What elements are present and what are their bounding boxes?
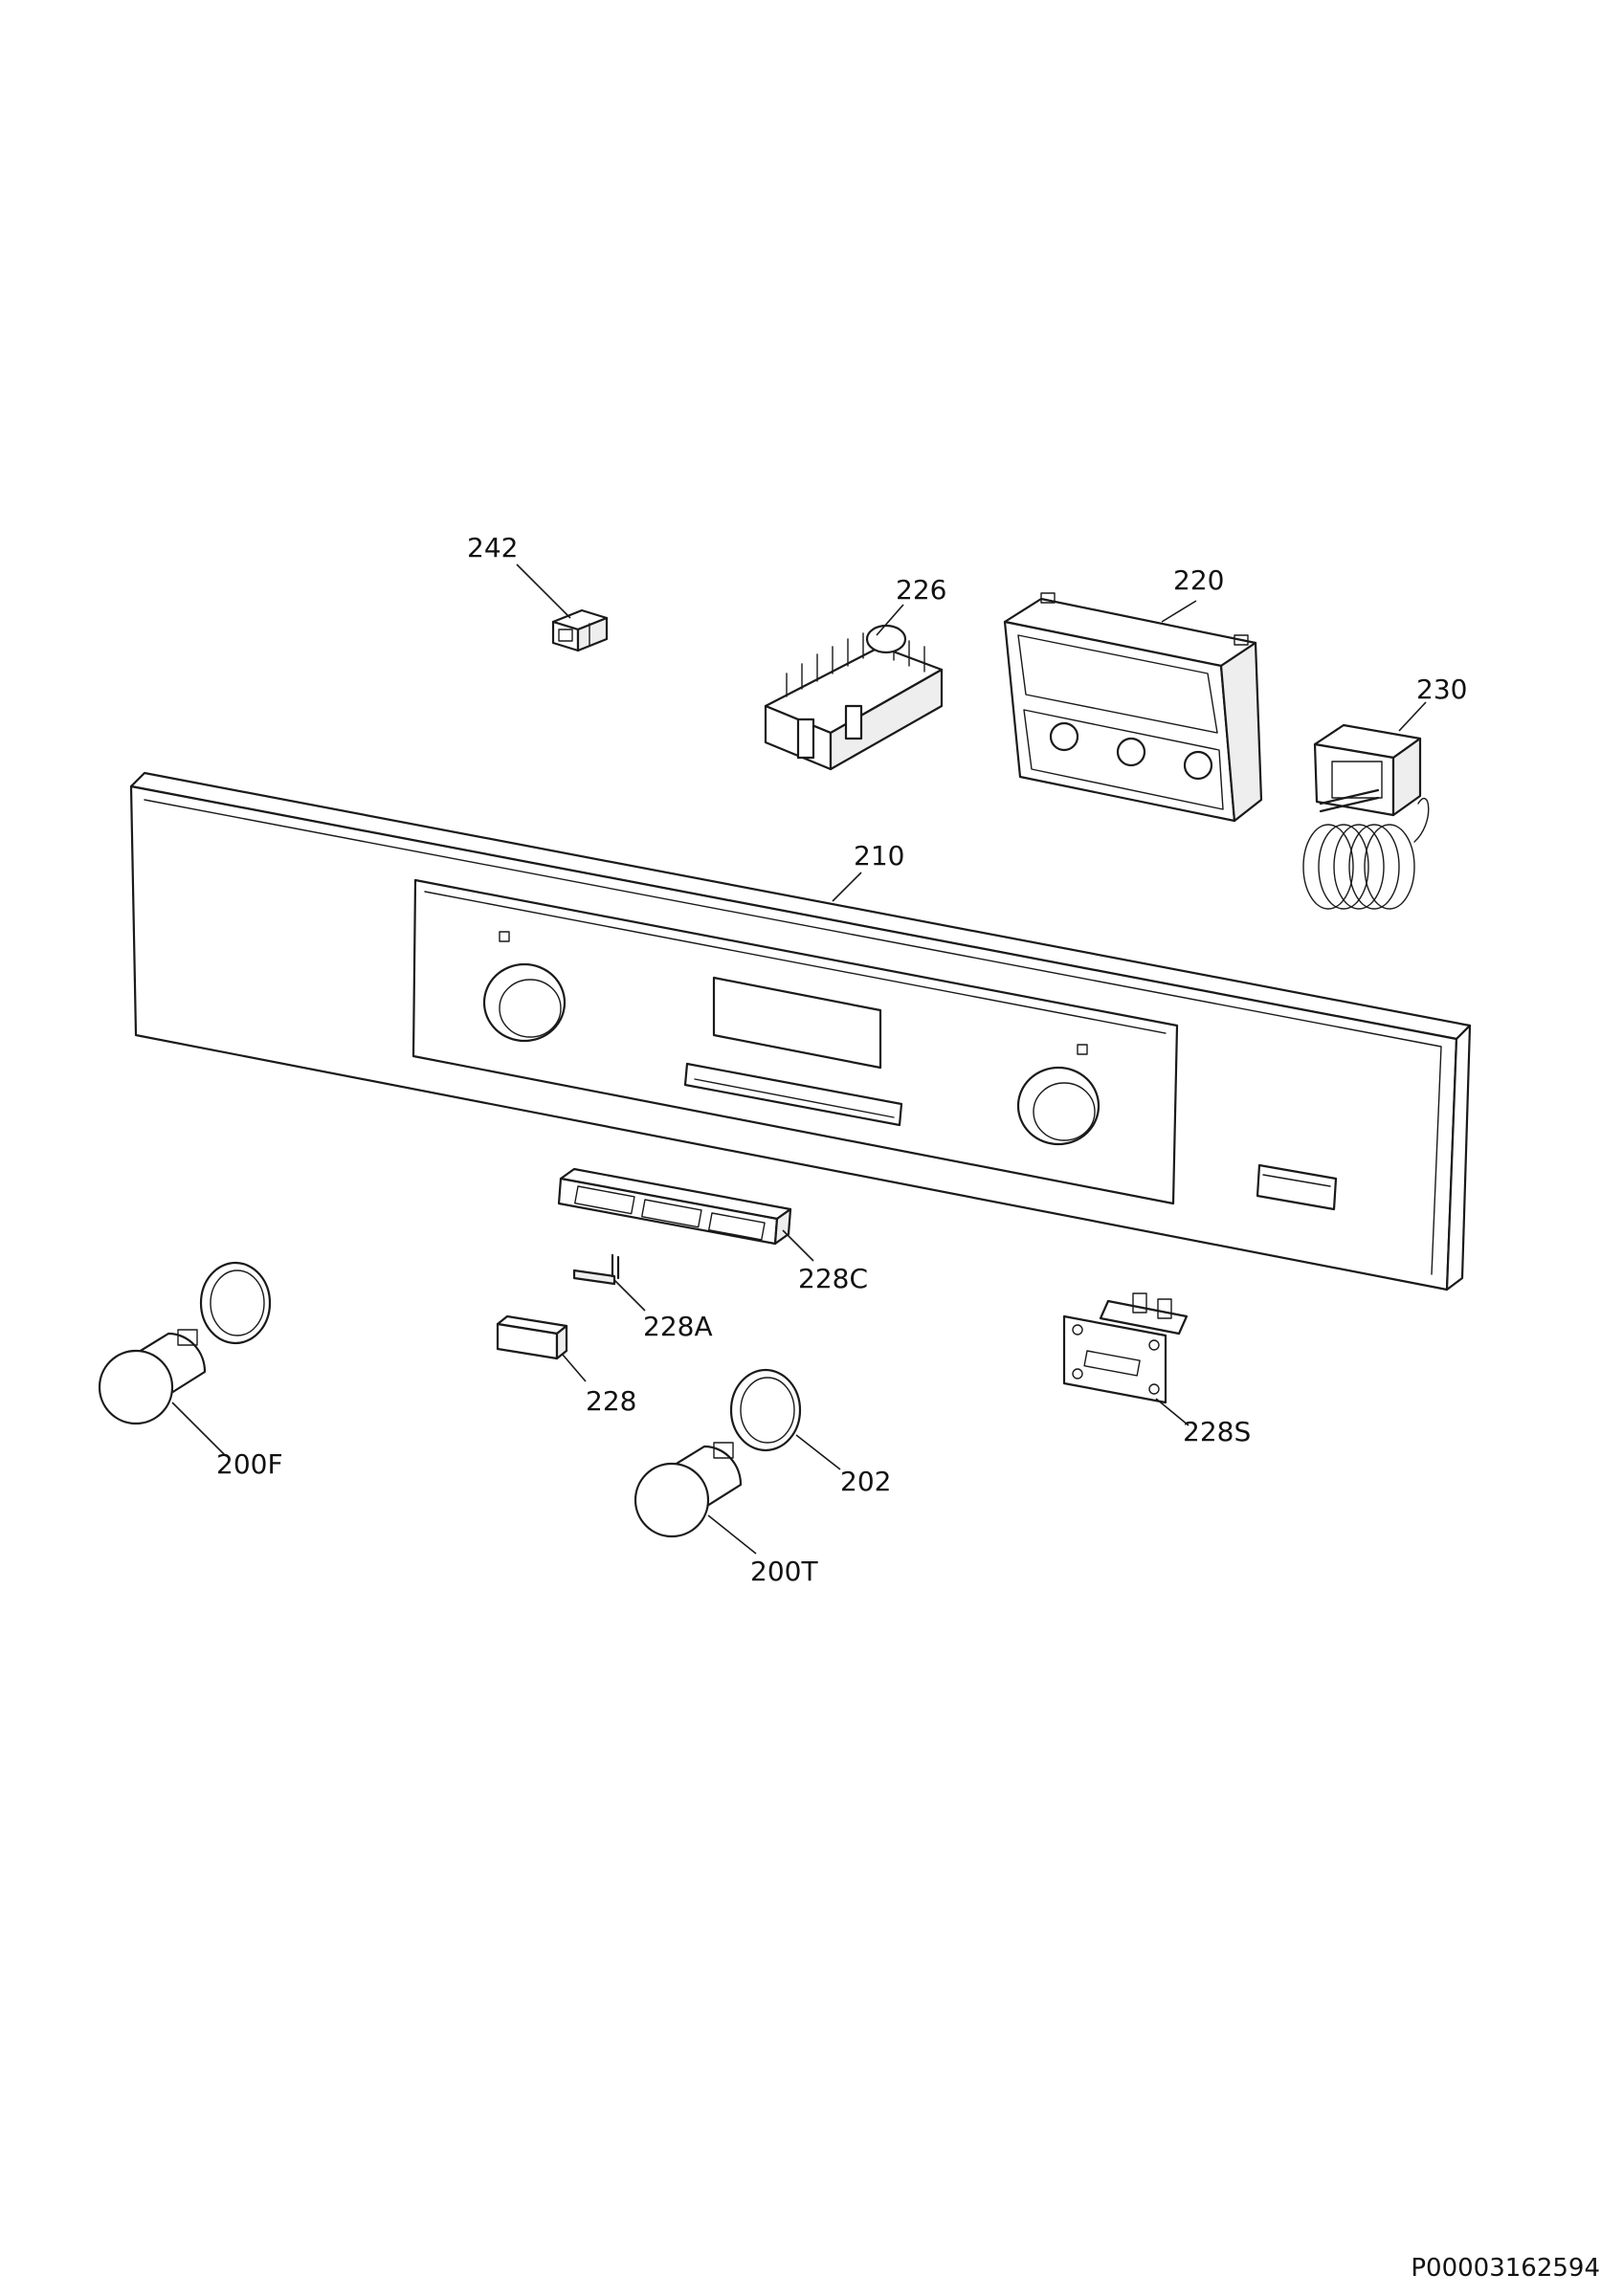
rotary-selector-switch-icon	[764, 624, 944, 771]
part-labels: 242 226 220 230 210 228C 228A 228 228S 2…	[216, 532, 1467, 1587]
label-210: 210	[854, 840, 904, 872]
push-button-icon	[496, 1314, 568, 1360]
label-202: 202	[840, 1466, 891, 1497]
function-knob-icon	[98, 1329, 207, 1425]
label-220: 220	[1173, 564, 1224, 596]
switch-holder-icon	[1062, 1292, 1189, 1404]
connector-block-icon	[551, 608, 609, 652]
leader-lines	[171, 563, 1427, 1555]
label-242: 242	[467, 532, 518, 563]
label-200t: 200T	[750, 1556, 818, 1587]
knob-ring-icon	[729, 1368, 802, 1452]
knob-ring-icon-200f	[199, 1261, 272, 1345]
control-panel-icon	[129, 771, 1472, 1292]
label-228a: 228A	[643, 1311, 713, 1342]
thermostat-capillary-icon	[1302, 723, 1430, 910]
label-228c: 228C	[798, 1263, 868, 1294]
label-200f: 200F	[216, 1448, 283, 1480]
thermostat-knob-icon	[634, 1442, 743, 1538]
switch-housing-bracket-icon	[1003, 592, 1263, 823]
label-228: 228	[586, 1385, 636, 1417]
button-spring-icon	[572, 1253, 620, 1286]
label-230: 230	[1416, 673, 1467, 705]
label-226: 226	[896, 574, 946, 606]
label-228s: 228S	[1183, 1416, 1251, 1447]
button-frame-icon	[557, 1167, 792, 1246]
document-code: P00003162594	[1411, 2254, 1600, 2283]
